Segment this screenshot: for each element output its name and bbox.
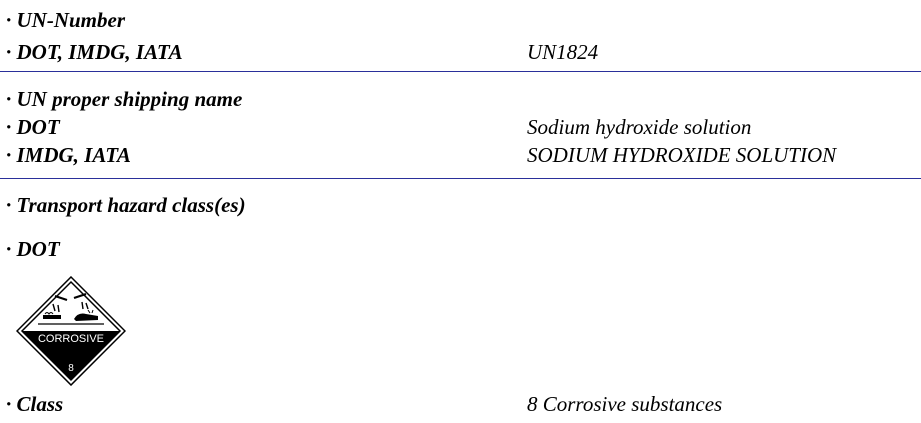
- un-number-value: UN1824: [527, 40, 599, 64]
- class-label: · Class: [6, 392, 64, 416]
- un-number-heading: · UN-Number: [6, 8, 125, 32]
- hazard-class-heading: · Transport hazard class(es): [6, 193, 246, 217]
- shipping-name-heading: · UN proper shipping name: [6, 87, 243, 111]
- shipping-name-dot-value: Sodium hydroxide solution: [527, 115, 752, 139]
- hazard-class-dot-label: · DOT: [6, 237, 60, 261]
- un-number-label: · DOT, IMDG, IATA: [6, 40, 183, 64]
- shipping-name-imdg-label: · IMDG, IATA: [6, 143, 131, 167]
- section-divider: [0, 71, 921, 72]
- placard-class-number: 8: [68, 363, 74, 374]
- class-value: 8 Corrosive substances: [527, 392, 723, 416]
- section-divider: [0, 178, 921, 179]
- shipping-name-dot-label: · DOT: [6, 115, 60, 139]
- corrosive-placard-icon: CORROSIVE 8: [16, 276, 126, 386]
- test-tube-right-icon: [73, 292, 98, 321]
- placard-word: CORROSIVE: [38, 333, 104, 345]
- shipping-name-imdg-value: SODIUM HYDROXIDE SOLUTION: [527, 143, 837, 167]
- test-tube-left-icon: [43, 294, 68, 319]
